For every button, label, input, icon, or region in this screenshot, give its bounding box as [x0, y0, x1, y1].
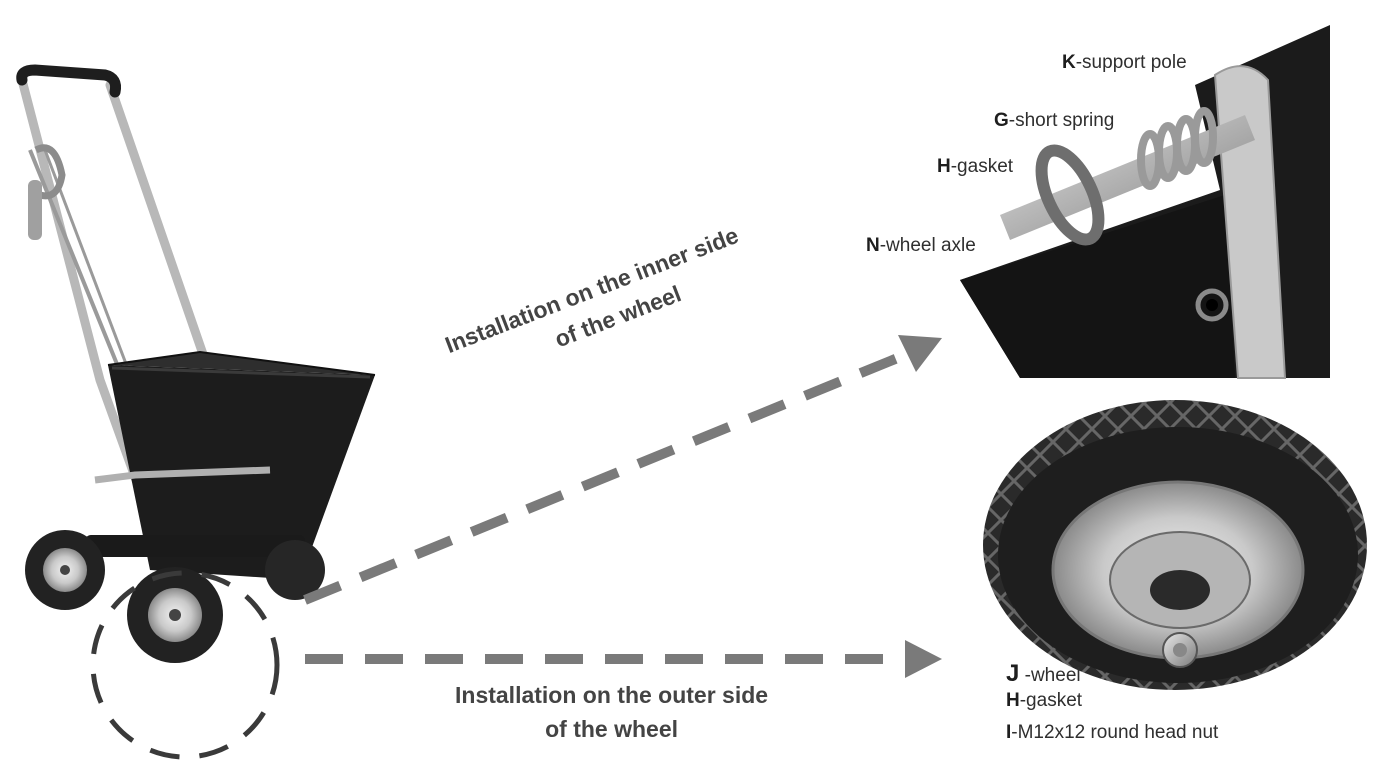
- label-gasket-outer: H-gasket: [1006, 690, 1083, 711]
- label-gasket-inner: H-gasket: [937, 156, 1014, 177]
- inner-side-photo: [960, 25, 1330, 379]
- label-wheel: J -wheel: [1006, 660, 1081, 687]
- gasket-inner: [1035, 144, 1105, 246]
- short-spring: [1137, 107, 1217, 190]
- outer-side-caption: Installation on the outer side of the wh…: [455, 678, 768, 746]
- highlight-circle: [90, 570, 280, 760]
- handle-grip: [16, 64, 121, 98]
- label-round-head-nut: I-M12x12 round head nut: [1006, 722, 1219, 743]
- outer-caption-line1: Installation on the outer side: [455, 682, 769, 708]
- outer-arrow: [305, 640, 942, 678]
- outer-caption-line2: of the wheel: [545, 716, 678, 742]
- outer-side-photo: [983, 400, 1367, 690]
- inner-arrow: [303, 335, 942, 605]
- spreader-illustration: [16, 64, 376, 663]
- label-short-spring: G-short spring: [994, 110, 1115, 131]
- label-wheel-axle: N-wheel axle: [866, 235, 976, 256]
- label-support-pole: K-support pole: [1062, 52, 1187, 73]
